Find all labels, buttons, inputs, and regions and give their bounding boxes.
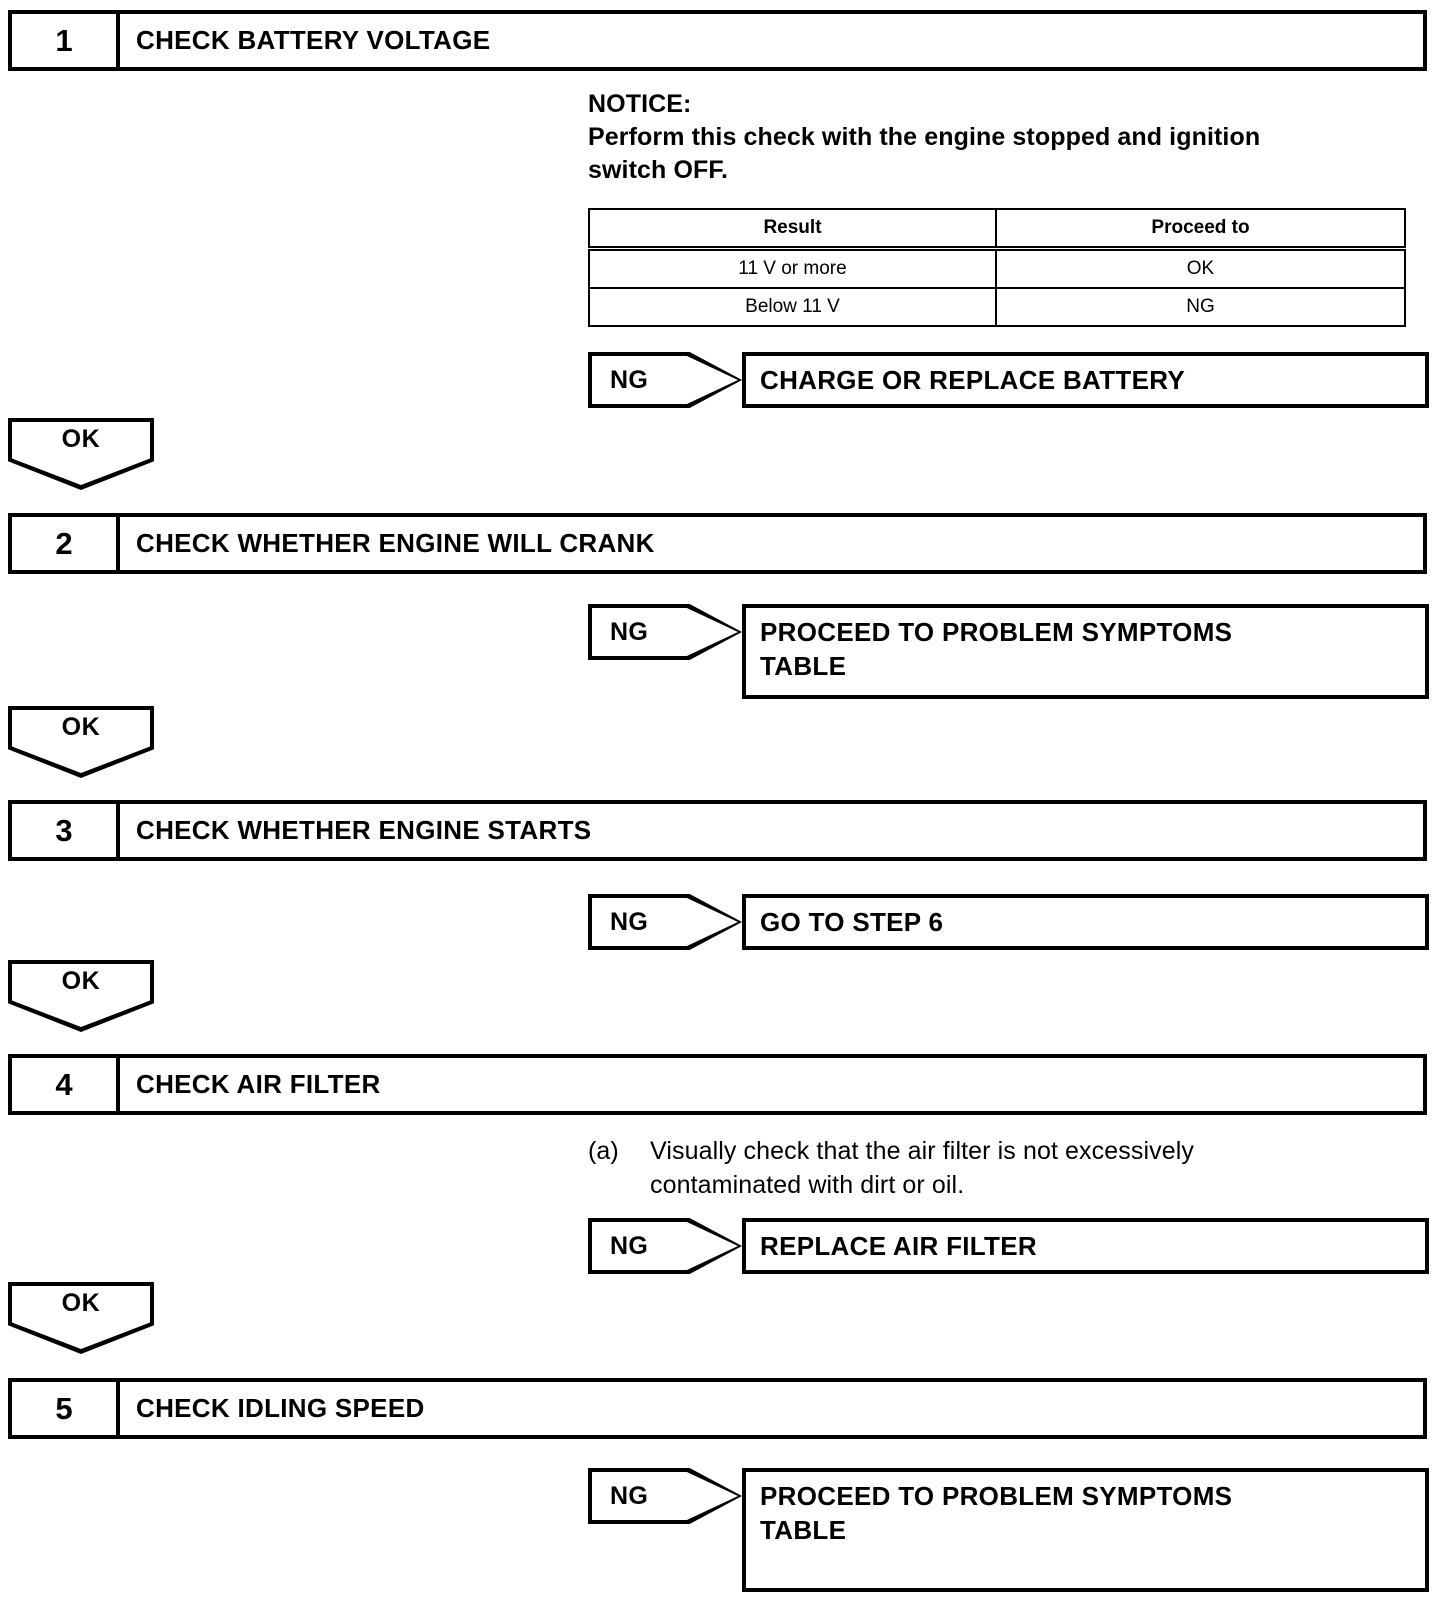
step-number-5: 5: [12, 1382, 120, 1435]
ng-tag-4: NG: [588, 1218, 742, 1274]
step-bar-2: 2 CHECK WHETHER ENGINE WILL CRANK: [8, 513, 1427, 574]
step-number-3: 3: [12, 804, 120, 857]
table-cell-proceed-2: NG: [995, 287, 1406, 327]
procedure-text: Visually check that the air filter is no…: [650, 1134, 1388, 1202]
table-header-result: Result: [588, 208, 997, 251]
ng-action-line-1: REPLACE AIR FILTER: [760, 1231, 1037, 1261]
table-row: 11 V or more OK: [588, 247, 1406, 289]
ng-tag-5: NG: [588, 1468, 742, 1524]
step-bar-5: 5 CHECK IDLING SPEED: [8, 1378, 1427, 1439]
step-number-2: 2: [12, 517, 120, 570]
step-1-notice: NOTICE: Perform this check with the engi…: [588, 88, 1408, 187]
step-number-1: 1: [12, 14, 120, 67]
notice-heading: NOTICE:: [588, 90, 692, 118]
notice-line-2: switch OFF.: [588, 156, 729, 184]
step-bar-3: 3 CHECK WHETHER ENGINE STARTS: [8, 800, 1427, 861]
ok-tag-4: OK: [8, 1282, 154, 1354]
ng-tag-3: NG: [588, 894, 742, 950]
table-header-proceed-to: Proceed to: [995, 208, 1406, 251]
notice-line-1: Perform this check with the engine stopp…: [588, 123, 1261, 151]
ok-tag-label-3: OK: [61, 967, 101, 995]
ng-action-line-2: TABLE: [760, 1515, 847, 1546]
ng-tag-2: NG: [588, 604, 742, 660]
step-title-3: CHECK WHETHER ENGINE STARTS: [136, 815, 592, 845]
procedure-marker: (a): [588, 1137, 619, 1165]
ng-action-line-1: PROCEED TO PROBLEM SYMPTOMS: [760, 617, 1233, 647]
ng-action-box-3: GO TO STEP 6: [742, 894, 1429, 951]
table-cell-result-1: 11 V or more: [588, 247, 997, 289]
step-1-result-table: Result Proceed to 11 V or more OK Below …: [588, 208, 1406, 327]
ok-tag-2: OK: [8, 706, 154, 778]
ng-action-line-2: TABLE: [760, 651, 847, 682]
ng-action-box-4: REPLACE AIR FILTER: [742, 1218, 1429, 1275]
step-5-ng-branch: NG PROCEED TO PROBLEM SYMPTOMS TABLE: [588, 1468, 1429, 1592]
ok-tag-label-4: OK: [61, 1289, 101, 1317]
ng-tag-label-1: NG: [610, 365, 649, 394]
step-2-ng-branch: NG PROCEED TO PROBLEM SYMPTOMS TABLE: [588, 604, 1429, 699]
step-bar-1: 1 CHECK BATTERY VOLTAGE: [8, 10, 1427, 71]
table-row: Below 11 V NG: [588, 287, 1406, 327]
ng-tag-label-5: NG: [610, 1481, 649, 1510]
ng-tag-label-2: NG: [610, 617, 649, 646]
ng-action-box-2: PROCEED TO PROBLEM SYMPTOMS TABLE: [742, 604, 1429, 699]
ok-tag-label-2: OK: [61, 713, 101, 741]
step-title-5: CHECK IDLING SPEED: [136, 1393, 425, 1423]
step-4-ng-branch: NG REPLACE AIR FILTER: [588, 1218, 1429, 1275]
ok-tag-3: OK: [8, 960, 154, 1032]
ng-tag-label-3: NG: [610, 907, 649, 936]
ng-action-line-1: CHARGE OR REPLACE BATTERY: [760, 365, 1185, 395]
table-header-row: Result Proceed to: [588, 208, 1406, 251]
table-cell-proceed-1: OK: [995, 247, 1406, 289]
procedure-line-1: Visually check that the air filter is no…: [650, 1137, 1194, 1165]
step-4-procedure: (a) Visually check that the air filter i…: [588, 1134, 1388, 1202]
step-1-ng-branch: NG CHARGE OR REPLACE BATTERY: [588, 352, 1429, 409]
ng-action-box-1: CHARGE OR REPLACE BATTERY: [742, 352, 1429, 409]
ng-action-line-1: GO TO STEP 6: [760, 907, 944, 937]
ng-action-line-1: PROCEED TO PROBLEM SYMPTOMS: [760, 1481, 1233, 1511]
step-title-4: CHECK AIR FILTER: [136, 1069, 381, 1099]
step-3-ng-branch: NG GO TO STEP 6: [588, 894, 1429, 951]
ng-tag-1: NG: [588, 352, 742, 408]
step-number-4: 4: [12, 1058, 120, 1111]
ng-tag-label-4: NG: [610, 1231, 649, 1260]
procedure-line-2: contaminated with dirt or oil.: [650, 1171, 965, 1199]
ok-tag-label-1: OK: [61, 425, 101, 453]
ok-tag-1: OK: [8, 418, 154, 490]
table-cell-result-2: Below 11 V: [588, 287, 997, 327]
ng-action-box-5: PROCEED TO PROBLEM SYMPTOMS TABLE: [742, 1468, 1429, 1592]
step-bar-4: 4 CHECK AIR FILTER: [8, 1054, 1427, 1115]
step-title-2: CHECK WHETHER ENGINE WILL CRANK: [136, 528, 655, 558]
step-title-1: CHECK BATTERY VOLTAGE: [136, 25, 491, 55]
